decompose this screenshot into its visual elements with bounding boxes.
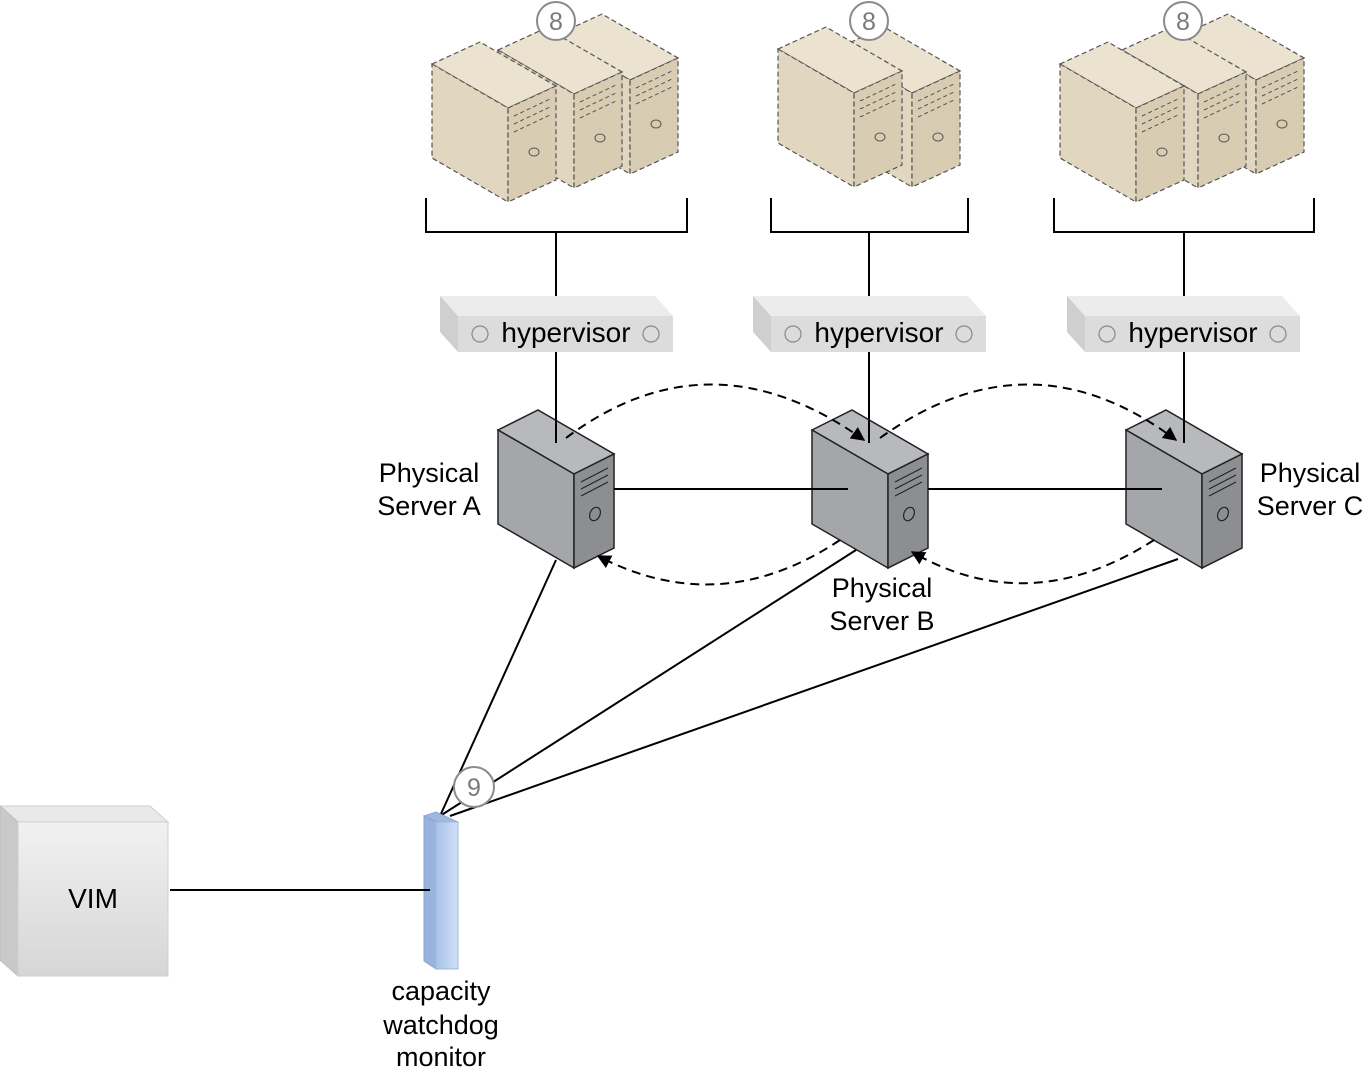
svg-text:monitor: monitor	[396, 1042, 486, 1068]
svg-text:Physical: Physical	[379, 458, 480, 488]
svg-text:Physical: Physical	[832, 573, 933, 603]
monitor-links	[439, 549, 1179, 817]
hypervisor-c: hypervisor	[1066, 295, 1301, 353]
hypervisor-b: hypervisor	[752, 295, 987, 353]
svg-text:8: 8	[549, 8, 563, 36]
svg-text:9: 9	[467, 774, 481, 802]
svg-text:8: 8	[1176, 8, 1190, 36]
server-c-label: Physical Server C	[1257, 458, 1364, 521]
svg-text:Server A: Server A	[377, 491, 481, 521]
vm-bracket-b	[770, 198, 969, 233]
vm-bracket-c	[1053, 198, 1315, 233]
svg-text:8: 8	[862, 8, 876, 36]
svg-text:capacity: capacity	[391, 976, 491, 1006]
hypervisor-a: hypervisor	[439, 295, 674, 353]
hypervisor-c-label: hypervisor	[1128, 317, 1257, 348]
vm-bracket-a	[425, 198, 688, 233]
vm-group-a	[431, 13, 679, 203]
monitor-link-badge: 9	[453, 766, 495, 808]
capacity-watchdog-monitor	[422, 811, 460, 970]
server-a-label: Physical Server A	[377, 458, 481, 521]
hypervisor-b-label: hypervisor	[814, 317, 943, 348]
vm-group-badge-c: 8	[1163, 1, 1203, 41]
vim-label: VIM	[68, 883, 118, 914]
vim-box: VIM	[0, 805, 170, 978]
svg-text:Server B: Server B	[829, 606, 934, 636]
hypervisor-a-label: hypervisor	[501, 317, 630, 348]
server-b-label: Physical Server B	[829, 573, 934, 636]
vm-group-b	[777, 26, 961, 188]
vm-group-badge-b: 8	[849, 1, 889, 41]
svg-text:Physical: Physical	[1260, 458, 1361, 488]
svg-text:watchdog: watchdog	[382, 1010, 499, 1040]
migration-arrows	[565, 383, 1178, 586]
monitor-label: capacity watchdog monitor	[382, 976, 499, 1068]
svg-text:Server C: Server C	[1257, 491, 1364, 521]
vm-group-badge-a: 8	[536, 1, 576, 41]
vm-group-c	[1059, 13, 1305, 203]
